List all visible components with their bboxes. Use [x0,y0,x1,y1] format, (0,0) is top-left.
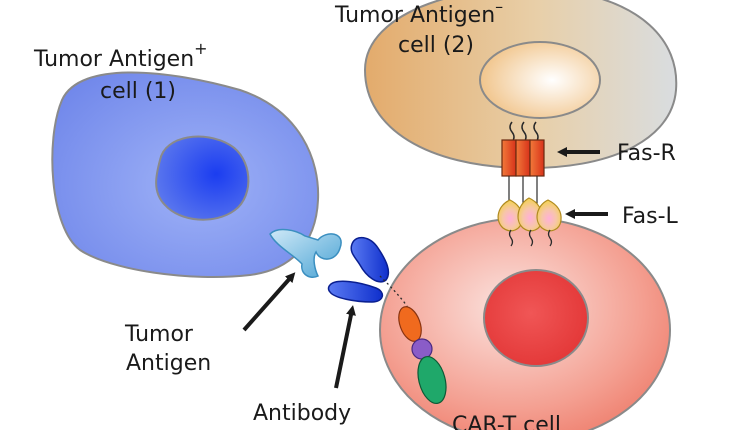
tumor-cell-2-nucleus [479,41,601,119]
tumor-antigen-icon [269,228,342,278]
tumor-antigen-negative-cell [363,0,678,170]
tumor-cell-1-label-line1: Tumor Antigen+ [33,39,208,72]
tumor-cell-1-nucleus [155,135,250,221]
car-t-cell-nucleus [483,269,589,367]
tumor-cell-2-label-line1: Tumor Antigen– [334,0,503,28]
arrows [242,147,608,389]
car-t-cell [379,217,671,430]
antibody-label: Antibody [253,401,351,426]
fas-r-receptor [501,121,545,205]
antibody-heavy-chain [350,236,390,283]
arrow-antibody [334,305,356,389]
fas-l-label: Fas-L [622,204,679,229]
antibody-light-chain [327,280,384,303]
tumor-cell-1-label-line2: cell (1) [100,79,176,104]
car-linker [379,275,412,325]
car-t-cell-label: CAR-T cell [452,413,561,430]
car-transmembrane-domain [411,338,433,360]
antibody-fragments [327,236,390,303]
tumor-cell-2-label-line2: cell (2) [398,33,474,58]
tumor-antigen-label-line1: Tumor [124,322,194,347]
fas-l-ligand [497,197,562,247]
tumor-antigen-positive-cell [51,71,320,278]
car-construct [379,275,447,405]
fas-r-label: Fas-R [617,141,676,166]
arrow-tumor-antigen [242,272,296,332]
tumor-antigen-label-line2: Antigen [126,351,211,376]
car-signaling-domain [417,355,447,405]
